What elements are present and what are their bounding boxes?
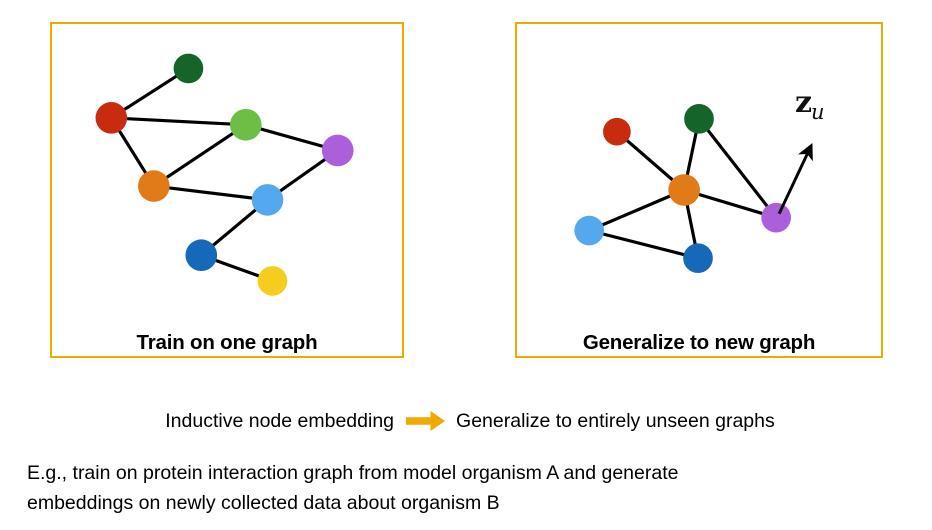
graph-edge-train-light-green-purple bbox=[244, 123, 340, 153]
graph-node-train-red[interactable] bbox=[95, 102, 128, 134]
graph-node-train-orange[interactable] bbox=[138, 170, 170, 202]
graph-edge-train-red-light-green bbox=[109, 116, 248, 127]
graph-node-train-yellow[interactable] bbox=[257, 266, 288, 296]
panel-train-on-one-graph: Train on one graph bbox=[50, 22, 404, 358]
graph-node-gen-orange[interactable] bbox=[668, 174, 700, 206]
graph-node-gen-red[interactable] bbox=[603, 117, 631, 146]
tagline-row: Inductive node embedding Generalize to e… bbox=[55, 404, 885, 438]
tagline-left-text: Inductive node embedding bbox=[165, 410, 395, 432]
graph-node-gen-dark-green[interactable] bbox=[684, 104, 714, 134]
tagline-right-text: Generalize to entirely unseen graphs bbox=[456, 410, 775, 432]
graph-edge-gen-orange-light-blue bbox=[587, 188, 686, 233]
right-arrow-icon bbox=[394, 408, 456, 434]
body-copy-line-1: E.g., train on protein interaction graph… bbox=[27, 462, 679, 484]
embedding-vector-label: zu bbox=[795, 85, 825, 123]
graph-node-train-light-green[interactable] bbox=[229, 108, 262, 141]
graph-train bbox=[95, 53, 354, 296]
graph-node-gen-blue[interactable] bbox=[683, 243, 713, 273]
graph-node-train-dark-green[interactable] bbox=[173, 53, 204, 84]
graph-edge-gen-dark-green-purple bbox=[697, 117, 778, 220]
zu-base-symbol: z bbox=[795, 85, 812, 120]
embedding-vector-arrow-line bbox=[777, 143, 813, 215]
panel-generalize-caption: Generalize to new graph bbox=[582, 331, 816, 354]
panel-generalize-to-new-graph: Generalize to new graph bbox=[515, 22, 883, 358]
graph-edge-gen-orange-purple bbox=[682, 188, 778, 220]
graph-node-train-light-blue[interactable] bbox=[251, 184, 284, 216]
graph-generalize bbox=[574, 104, 813, 273]
panel-train-caption: Train on one graph bbox=[136, 331, 318, 354]
graph-nodes-generalize bbox=[574, 104, 791, 273]
zu-subscript-symbol: u bbox=[811, 100, 825, 124]
body-copy: E.g., train on protein interaction graph… bbox=[27, 458, 917, 518]
embedding-vector-arrow bbox=[777, 143, 813, 215]
graph-node-gen-light-blue[interactable] bbox=[574, 215, 605, 246]
body-copy-line-2: embeddings on newly collected data about… bbox=[27, 492, 500, 514]
graph-node-train-purple[interactable] bbox=[321, 134, 354, 167]
graph-edge-train-orange-light-blue bbox=[152, 184, 270, 202]
graph-node-train-blue[interactable] bbox=[185, 239, 218, 272]
graph-edge-train-orange-light-green bbox=[152, 123, 248, 188]
right-arrow-glyph bbox=[406, 411, 446, 431]
graph-edge-gen-light-blue-blue bbox=[587, 228, 700, 260]
graph-nodes-train bbox=[95, 53, 354, 296]
graph-node-gen-purple[interactable] bbox=[761, 202, 791, 233]
